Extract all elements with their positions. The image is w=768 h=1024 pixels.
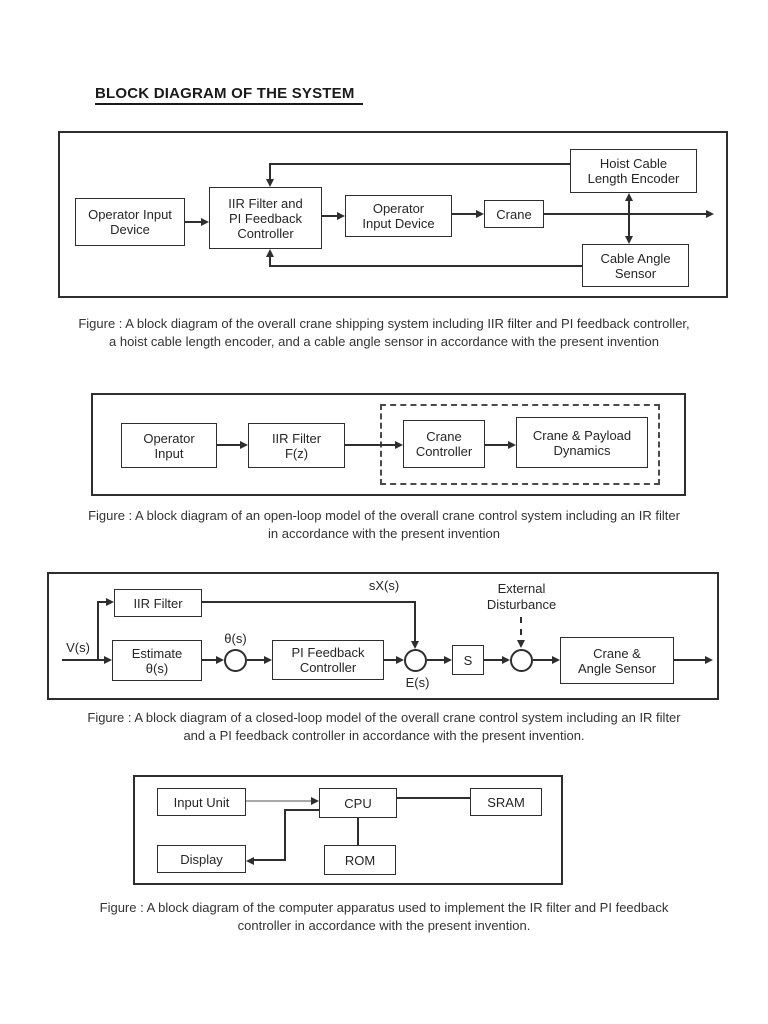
input-to-cpu-line <box>246 800 311 802</box>
cpu-to-display-line <box>284 809 286 861</box>
connector-line <box>202 659 216 661</box>
output-line <box>674 659 705 661</box>
arrowhead-right-icon <box>106 597 114 606</box>
arrowhead-left-icon <box>246 856 254 865</box>
label-e-s: E(s) <box>405 675 430 690</box>
figure-caption-4: Figure : A block diagram of the computer… <box>99 900 669 933</box>
encoder-feedback-line <box>269 163 570 165</box>
sx-feedforward-line <box>414 601 416 641</box>
sensor-feedback-line <box>269 265 582 267</box>
arrowhead-right-icon <box>444 655 452 664</box>
connector-line <box>185 221 201 223</box>
sx-feedforward-line <box>202 601 416 603</box>
label-v-s: V(s) <box>66 640 90 655</box>
cpu-to-display-line <box>284 809 319 811</box>
cpu-sram-line <box>397 797 470 799</box>
connector-line <box>322 215 337 217</box>
disturbance-dashed-line <box>520 617 522 635</box>
connector-line <box>384 659 396 661</box>
sensor-feedback-line <box>269 256 271 266</box>
summing-junction-1 <box>224 649 247 672</box>
block-iir-filter: IIR Filter <box>114 589 202 617</box>
arrowhead-right-icon <box>201 217 209 226</box>
block-rom: ROM <box>324 845 396 875</box>
crane-output-line <box>544 213 706 215</box>
label-theta-s: θ(s) <box>224 631 247 646</box>
arrowhead-right-icon <box>476 209 484 218</box>
arrowhead-up-icon <box>624 193 633 201</box>
block-cable-angle-sensor: Cable Angle Sensor <box>582 244 689 287</box>
arrowhead-right-icon <box>311 796 319 805</box>
block-display: Display <box>157 845 246 873</box>
connector-line <box>484 659 502 661</box>
summing-junction-3 <box>510 649 533 672</box>
encoder-feedback-line <box>269 163 271 180</box>
connector-line <box>427 659 444 661</box>
label-sx-s: sX(s) <box>368 578 400 593</box>
block-estimate-theta: Estimate θ(s) <box>112 640 202 681</box>
block-operator-input-device-2: Operator Input Device <box>345 195 452 237</box>
arrowhead-right-icon <box>552 655 560 664</box>
arrowhead-down-icon <box>517 640 525 648</box>
arrowhead-right-icon <box>706 209 714 218</box>
connector-line <box>533 659 552 661</box>
arrowhead-right-icon <box>240 440 248 449</box>
arrowhead-down-icon <box>265 179 274 187</box>
branch-line <box>99 601 106 603</box>
block-input-unit: Input Unit <box>157 788 246 816</box>
arrowhead-right-icon <box>502 655 510 664</box>
connector-line <box>247 659 264 661</box>
connector-line <box>345 444 395 446</box>
arrowhead-right-icon <box>705 655 713 664</box>
block-sram: SRAM <box>470 788 542 816</box>
figure-caption-2: Figure : A block diagram of an open-loop… <box>88 508 680 541</box>
block-s: S <box>452 645 484 675</box>
block-iir-filter-fz: IIR Filter F(z) <box>248 423 345 468</box>
block-hoist-cable-length-encoder: Hoist Cable Length Encoder <box>570 149 697 193</box>
arrowhead-right-icon <box>337 211 345 220</box>
figure-caption-1: Figure : A block diagram of the overall … <box>78 316 690 349</box>
arrowhead-right-icon <box>264 655 272 664</box>
block-iir-filter-pi-feedback-controller: IIR Filter and PI Feedback Controller <box>209 187 322 249</box>
input-line <box>62 659 104 661</box>
arrowhead-right-icon <box>396 655 404 664</box>
sensor-tap-line <box>628 200 630 237</box>
page-title: BLOCK DIAGRAM OF THE SYSTEM <box>95 85 363 105</box>
diagram-closed-loop-model: V(s) IIR Filter Estimate θ(s) θ(s) PI Fe… <box>47 572 719 700</box>
block-crane-payload-dynamics: Crane & Payload Dynamics <box>516 417 648 468</box>
label-external-disturbance: External Disturbance <box>486 581 557 612</box>
cpu-to-display-line <box>254 859 284 861</box>
diagram-overall-crane-shipping-system: Operator Input Device IIR Filter and PI … <box>58 131 728 298</box>
block-operator-input: Operator Input <box>121 423 217 468</box>
connector-line <box>485 444 508 446</box>
connector-line <box>452 213 476 215</box>
diagram-computer-apparatus: Input Unit CPU SRAM Display ROM <box>133 775 563 885</box>
figure-caption-3: Figure : A block diagram of a closed-loo… <box>87 710 681 743</box>
arrowhead-down-icon <box>410 641 419 649</box>
block-pi-feedback-controller: PI Feedback Controller <box>272 640 384 680</box>
block-cpu: CPU <box>319 788 397 818</box>
branch-line <box>97 601 99 661</box>
arrowhead-right-icon <box>216 655 224 664</box>
arrowhead-right-icon <box>104 655 112 664</box>
arrowhead-down-icon <box>624 236 633 244</box>
summing-junction-2 <box>404 649 427 672</box>
diagram-open-loop-model: Operator Input IIR Filter F(z) Crane Con… <box>91 393 686 496</box>
block-crane-controller: Crane Controller <box>403 420 485 468</box>
block-crane-angle-sensor: Crane & Angle Sensor <box>560 637 674 684</box>
block-crane: Crane <box>484 200 544 228</box>
arrowhead-right-icon <box>395 440 403 449</box>
block-operator-input-device-1: Operator Input Device <box>75 198 185 246</box>
arrowhead-right-icon <box>508 440 516 449</box>
cpu-rom-line <box>357 818 359 845</box>
connector-line <box>217 444 240 446</box>
arrowhead-up-icon <box>265 249 274 257</box>
